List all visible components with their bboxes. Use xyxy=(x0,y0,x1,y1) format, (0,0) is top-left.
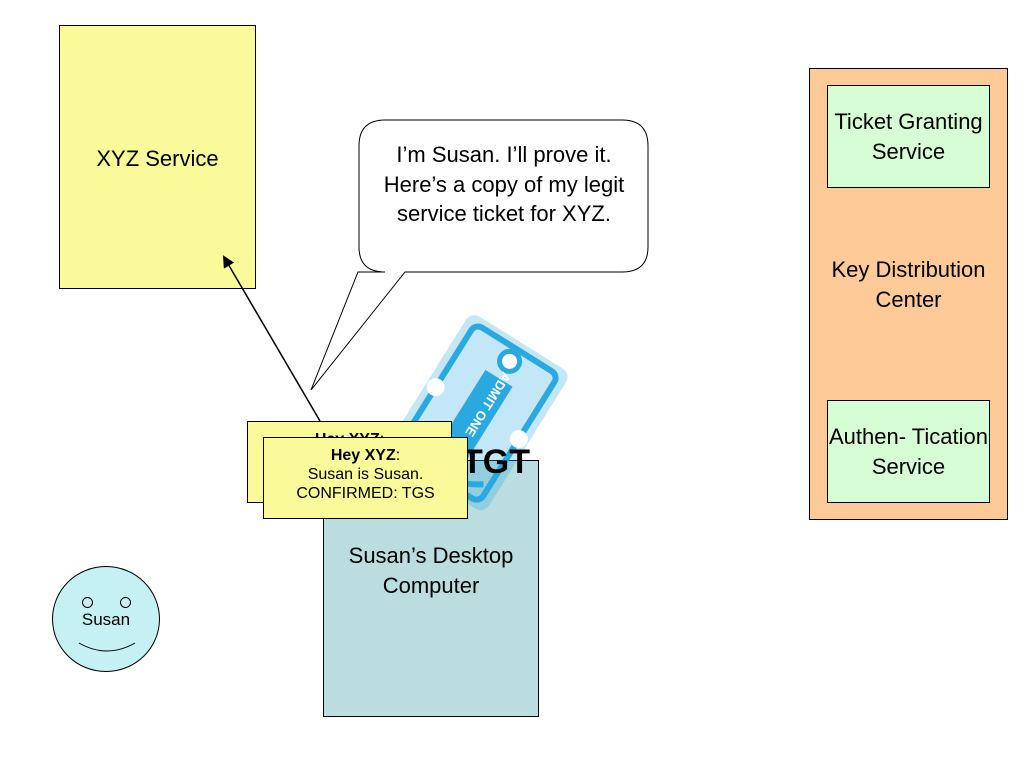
ticket-granting-service-box: Ticket Granting Service xyxy=(827,85,990,188)
right-eye xyxy=(120,597,131,608)
kdc-label: Key Distribution Center xyxy=(831,257,986,312)
tgt-label: TGT xyxy=(462,443,530,481)
ticket-front-line1: Susan is Susan. xyxy=(307,466,424,484)
request-arrow xyxy=(222,255,321,422)
susan-smiley: Susan xyxy=(52,566,160,672)
desktop-label: Susan’s Desktop Computer xyxy=(348,543,514,598)
ticket-front-suffix: : xyxy=(395,447,401,464)
susan-label: Susan xyxy=(81,610,131,629)
as-label: Authen- Tication Service xyxy=(829,423,988,479)
smile-mouth xyxy=(78,642,136,652)
authentication-service-box: Authen- Tication Service xyxy=(827,400,990,503)
ticket-front-heading: Hey XYZ xyxy=(330,447,396,464)
xyz-service-label: XYZ Service xyxy=(96,146,219,171)
xyz-service-box: XYZ Service xyxy=(59,25,256,289)
tgs-label: Ticket Granting Service xyxy=(834,108,983,164)
service-ticket-front: Hey XYZ: Susan is Susan. CONFIRMED: TGS xyxy=(263,437,468,519)
speech-bubble-text: I’m Susan. I’ll prove it. Here’s a copy … xyxy=(383,142,625,227)
ticket-front-line2: CONFIRMED: TGS xyxy=(296,485,435,503)
speech-bubble xyxy=(310,119,649,391)
left-eye xyxy=(82,597,93,608)
